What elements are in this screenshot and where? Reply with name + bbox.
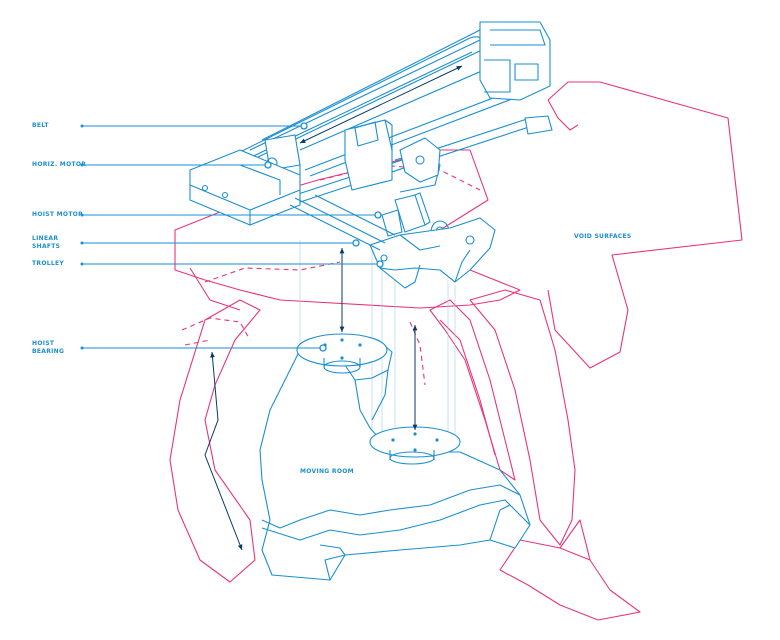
motion-arrows xyxy=(204,65,463,551)
moving-room xyxy=(259,339,531,581)
label-void-surfaces: VOID SURFACES xyxy=(574,233,632,240)
label-moving-room: MOVING ROOM xyxy=(300,468,354,475)
label-horiz-motor: HORIZ. MOTOR xyxy=(32,161,87,168)
label-belt: BELT xyxy=(32,122,49,129)
label-linear-shafts: LINEAR SHAFTS xyxy=(32,235,61,250)
gantry-mechanism xyxy=(189,21,553,289)
label-hoist-bearing: HOIST BEARING xyxy=(32,340,65,355)
hoist-bearing-upper xyxy=(296,333,388,374)
label-trolley: TROLLEY xyxy=(32,260,65,267)
leader-lines xyxy=(80,122,384,352)
label-hoist-motor: HOIST MOTOR xyxy=(32,211,84,218)
